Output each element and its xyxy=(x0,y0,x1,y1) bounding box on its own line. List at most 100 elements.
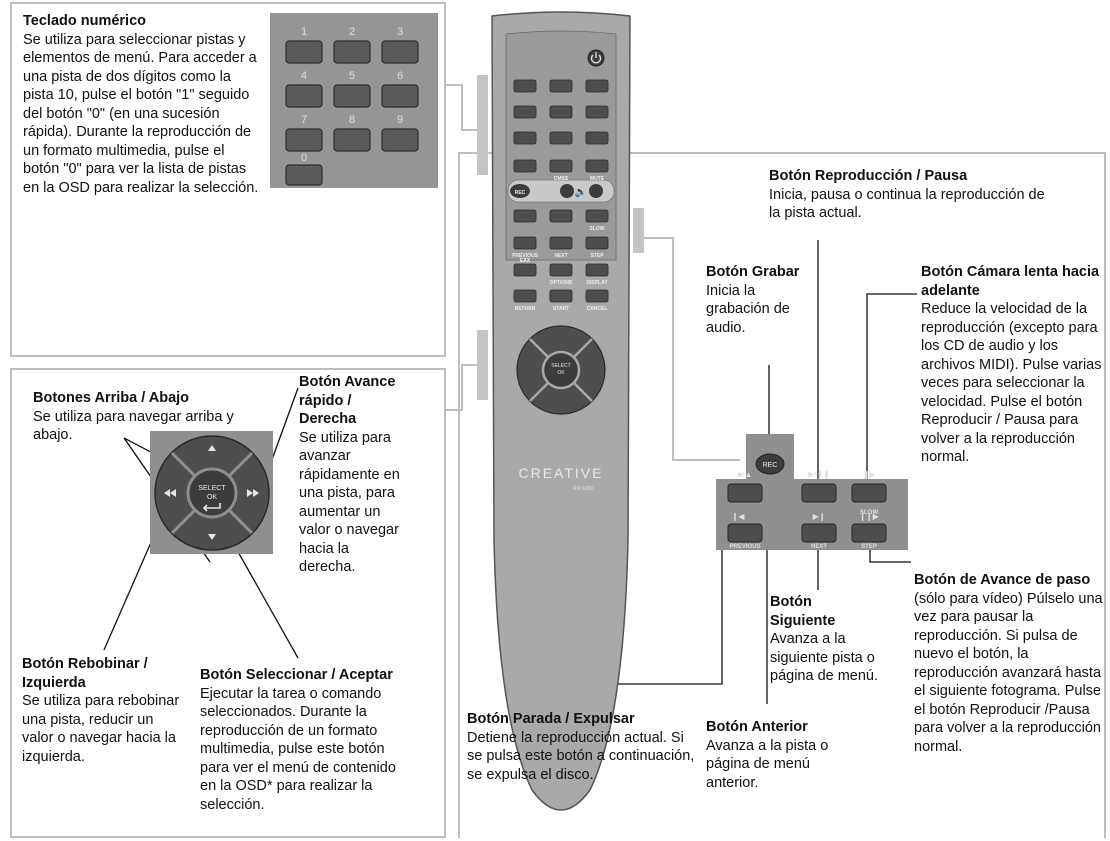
slow-forward-icon: ❚▶ xyxy=(863,470,877,479)
remote-key-5[interactable] xyxy=(549,105,573,119)
remote-play-button[interactable] xyxy=(549,209,573,223)
eax-button[interactable] xyxy=(513,263,537,277)
remote-label-display: DISPLAY xyxy=(586,280,608,286)
remote-key-2[interactable] xyxy=(549,79,573,93)
display-button[interactable] xyxy=(585,263,609,277)
slowfwd-title: Botón Cámara lenta hacia adelante xyxy=(921,264,1100,299)
remote-brand-logo: CREATIVE xyxy=(519,465,604,481)
remote-previous-button[interactable] xyxy=(513,236,537,250)
slow-label: SLOW xyxy=(860,510,878,516)
play-pause-icon: ▶/❚❚ xyxy=(808,470,830,479)
keypad-digit-1: 1 xyxy=(301,26,307,38)
slowfwd-annotation: Botón Cámara lenta hacia adelante Reduce… xyxy=(921,263,1105,467)
keypad-digit-8: 8 xyxy=(349,114,355,126)
remote-key-6[interactable] xyxy=(585,105,609,119)
next-icon: ▶❙ xyxy=(813,512,826,521)
remote-label-rec: REC xyxy=(515,190,526,196)
next-annotation: Botón Siguiente Avanza a la siguiente pi… xyxy=(770,593,880,686)
nav-connector xyxy=(446,364,477,411)
next-button[interactable] xyxy=(801,523,837,543)
previous-button[interactable] xyxy=(727,523,763,543)
return-button[interactable] xyxy=(513,289,537,303)
next-label: NEXT xyxy=(811,544,827,550)
rec-button[interactable] xyxy=(755,453,785,475)
remote-key-8[interactable] xyxy=(549,131,573,145)
playback-connector xyxy=(644,237,740,461)
step-title: Botón de Avance de paso xyxy=(914,572,1091,588)
keypad-description: Se utiliza para seleccionar pistas y ele… xyxy=(23,31,259,196)
remote-key-7[interactable] xyxy=(513,131,537,145)
select-title: Botón Seleccionar / Aceptar xyxy=(200,667,393,683)
navpad-select-button[interactable] xyxy=(186,467,238,519)
playback-panel xyxy=(458,152,1106,838)
mute-button[interactable] xyxy=(585,159,609,173)
remote-key-9[interactable] xyxy=(585,131,609,145)
remote-rec-button[interactable] xyxy=(510,184,530,198)
slow-forward-button[interactable] xyxy=(851,483,887,503)
keypad-title: Teclado numérico xyxy=(23,13,147,29)
speaker-icon: 🔈 xyxy=(575,187,587,198)
remote-key-1[interactable] xyxy=(513,79,537,93)
cmss-button[interactable] xyxy=(549,159,573,173)
keypad-key-8 xyxy=(333,128,371,152)
ffwd-description: Se utiliza para avanzar rápidamente en u… xyxy=(299,429,400,576)
stop-eject-icon: ■/▲ xyxy=(738,470,753,479)
remote-key-4[interactable] xyxy=(513,105,537,119)
keypad-key-7 xyxy=(285,128,323,152)
remote-stop-button[interactable] xyxy=(513,209,537,223)
ffwd-title: Botón Avance rápido / Derecha xyxy=(299,374,396,427)
stop-annotation: Botón Parada / Expulsar Detiene la repro… xyxy=(467,710,699,784)
keypad-panel xyxy=(10,2,446,357)
keypad-digit-0: 0 xyxy=(301,152,307,164)
slowfwd-description: Reduce la velocidad de la reproducción (… xyxy=(921,301,1102,465)
keypad-key-1 xyxy=(285,40,323,64)
updown-annotation: Botones Arriba / Abajo Se utiliza para n… xyxy=(33,389,248,445)
play-pause-button[interactable] xyxy=(801,483,837,503)
remote-label-mute: MUTE xyxy=(590,176,605,182)
keypad-key-5 xyxy=(333,84,371,108)
remote-key-0[interactable] xyxy=(513,159,537,173)
down-arrow-icon xyxy=(208,534,216,540)
step-label: STEP xyxy=(861,544,877,550)
volume-up-button[interactable] xyxy=(589,184,603,198)
volume-down-button[interactable] xyxy=(560,184,574,198)
stop-description: Detiene la reproducción actual. Si se pu… xyxy=(467,729,695,783)
remote-key-3[interactable] xyxy=(585,79,609,93)
keypad-bracket xyxy=(477,75,488,175)
keypad-digit-2: 2 xyxy=(349,26,355,38)
ffwd-annotation: Botón Avance rápido / Derecha Se utiliza… xyxy=(299,373,409,577)
playback-closeup: REC ■/▲ ▶/❚❚ ❚▶ SLOW ❙◀ ▶❙ ❙❙▶ PREVIOUS … xyxy=(716,434,908,550)
previous-icon: ❙◀ xyxy=(732,512,746,521)
keypad-digit-9: 9 xyxy=(397,114,403,126)
enter-arrow-icon xyxy=(202,503,221,512)
record-annotation: Botón Grabar Inicia la grabación de audi… xyxy=(706,263,808,337)
step-annotation: Botón de Avance de paso (sólo para vídeo… xyxy=(914,571,1104,756)
step-button[interactable] xyxy=(851,523,887,543)
remote-next-button[interactable] xyxy=(549,236,573,250)
record-description: Inicia la grabación de audio. xyxy=(706,282,790,336)
remote-label-step: STEP xyxy=(590,253,604,259)
start-button[interactable] xyxy=(549,289,573,303)
stop-eject-button[interactable] xyxy=(727,483,763,503)
remote-select-button[interactable] xyxy=(541,350,581,390)
remote-label-eax: EAX xyxy=(520,258,531,264)
keypad-key-0 xyxy=(285,164,323,186)
keypad-key-6 xyxy=(381,84,419,108)
remote-step-button[interactable] xyxy=(585,236,609,250)
cancel-button[interactable] xyxy=(585,289,609,303)
rewind-annotation: Botón Rebobinar / Izquierda Se utiliza p… xyxy=(22,655,184,766)
keypad-connector xyxy=(446,84,477,131)
options-button[interactable] xyxy=(549,263,573,277)
next-description: Avanza a la siguiente pista o página de … xyxy=(770,631,879,684)
rewind-icon xyxy=(164,489,176,497)
previous-title: Botón Anterior xyxy=(706,719,808,735)
next-title: Botón Siguiente xyxy=(770,594,836,629)
rec-label: REC xyxy=(763,462,778,469)
keypad-annotation: Teclado numérico Se utiliza para selecci… xyxy=(23,12,259,197)
step-icon: ❙❙▶ xyxy=(859,512,879,521)
previous-annotation: Botón Anterior Avanza a la pista o págin… xyxy=(706,718,852,792)
previous-description: Avanza a la pista o página de menú anter… xyxy=(706,737,829,791)
keypad-digit-7: 7 xyxy=(301,114,307,126)
record-title: Botón Grabar xyxy=(706,264,800,280)
remote-slow-button[interactable] xyxy=(585,209,609,223)
